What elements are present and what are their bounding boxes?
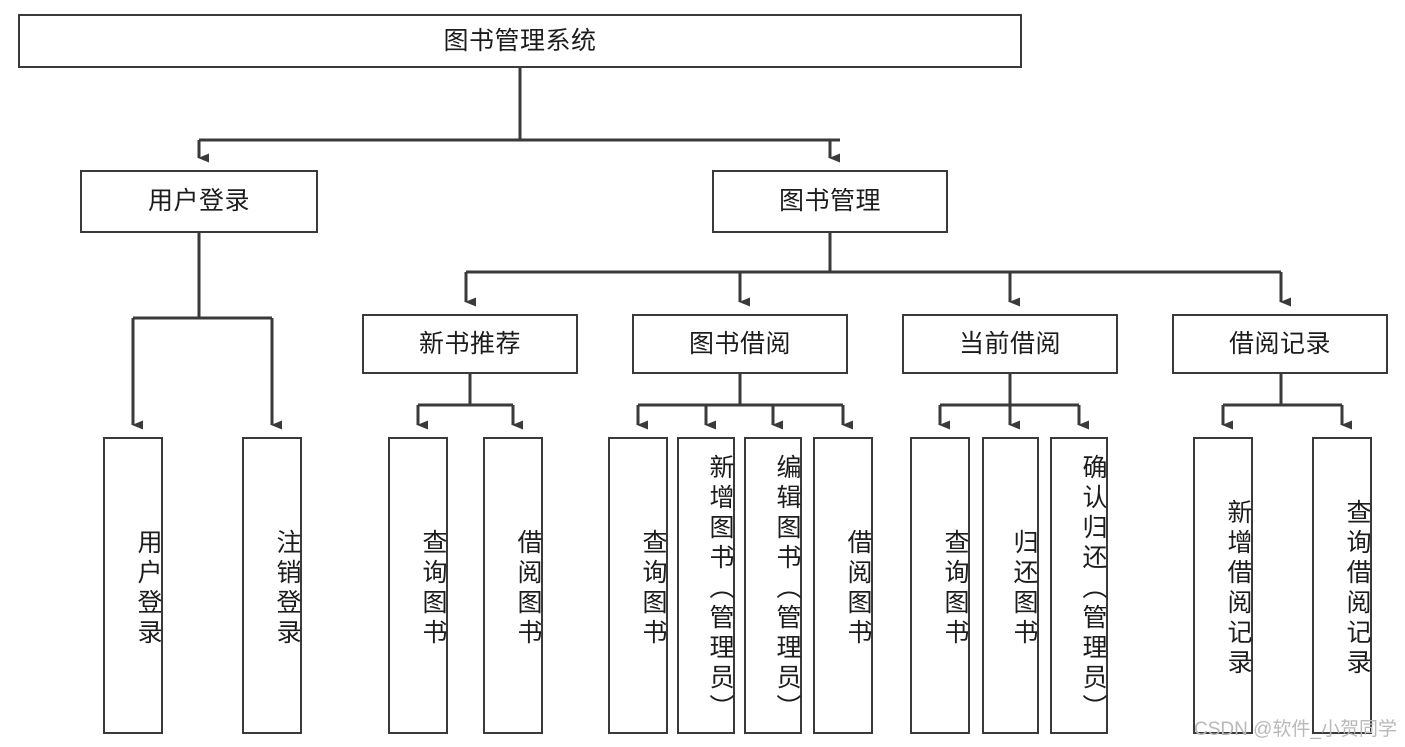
- node-leaf-add-book-label: 新增图书（管理员）: [706, 453, 734, 724]
- node-leaf-return-book[interactable]: 归还图书: [982, 437, 1039, 734]
- node-leaf-edit-book-label: 编辑图书（管理员）: [773, 453, 801, 724]
- node-leaf-query-book-3-label: 查询图书: [941, 528, 969, 649]
- node-new-book-recommend[interactable]: 新书推荐: [362, 314, 578, 374]
- node-current-borrow[interactable]: 当前借阅: [902, 314, 1118, 374]
- node-leaf-query-book-2[interactable]: 查询图书: [608, 437, 668, 734]
- node-leaf-user-login-label: 用户登录: [134, 528, 162, 649]
- node-leaf-user-login[interactable]: 用户登录: [103, 437, 163, 734]
- node-leaf-query-record-label: 查询借阅记录: [1343, 498, 1371, 679]
- node-root[interactable]: 图书管理系统: [18, 14, 1022, 68]
- node-leaf-query-book-1[interactable]: 查询图书: [388, 437, 448, 734]
- node-leaf-borrow-book-2[interactable]: 借阅图书: [813, 437, 873, 734]
- node-borrow-record[interactable]: 借阅记录: [1172, 314, 1388, 374]
- node-leaf-add-record-label: 新增借阅记录: [1224, 498, 1252, 679]
- node-leaf-query-record[interactable]: 查询借阅记录: [1312, 437, 1372, 734]
- node-leaf-query-book-3[interactable]: 查询图书: [910, 437, 970, 734]
- node-borrow-record-label: 借阅记录: [1228, 329, 1331, 358]
- node-leaf-borrow-book-1-label: 借阅图书: [514, 528, 542, 649]
- node-leaf-add-book[interactable]: 新增图书（管理员）: [677, 437, 735, 734]
- node-user-login[interactable]: 用户登录: [80, 170, 318, 233]
- node-leaf-query-book-1-label: 查询图书: [419, 528, 447, 649]
- node-leaf-borrow-book-2-label: 借阅图书: [844, 528, 872, 649]
- node-book-manage[interactable]: 图书管理: [712, 170, 948, 233]
- node-root-label: 图书管理系统: [443, 26, 597, 55]
- node-leaf-confirm-return[interactable]: 确认归还（管理员）: [1050, 437, 1108, 734]
- node-leaf-logout-login-label: 注销登录: [273, 528, 301, 649]
- node-leaf-borrow-book-1[interactable]: 借阅图书: [483, 437, 543, 734]
- node-new-book-recommend-label: 新书推荐: [418, 329, 521, 358]
- node-leaf-logout-login[interactable]: 注销登录: [242, 437, 302, 734]
- node-leaf-confirm-return-label: 确认归还（管理员）: [1079, 453, 1107, 724]
- node-book-borrow-label: 图书借阅: [688, 329, 791, 358]
- node-book-manage-label: 图书管理: [778, 187, 881, 216]
- node-leaf-query-book-2-label: 查询图书: [639, 528, 667, 649]
- node-leaf-edit-book[interactable]: 编辑图书（管理员）: [744, 437, 802, 734]
- node-leaf-return-book-label: 归还图书: [1010, 528, 1038, 649]
- node-leaf-add-record[interactable]: 新增借阅记录: [1193, 437, 1253, 734]
- node-book-borrow[interactable]: 图书借阅: [632, 314, 848, 374]
- node-user-login-label: 用户登录: [147, 187, 250, 216]
- node-current-borrow-label: 当前借阅: [958, 329, 1061, 358]
